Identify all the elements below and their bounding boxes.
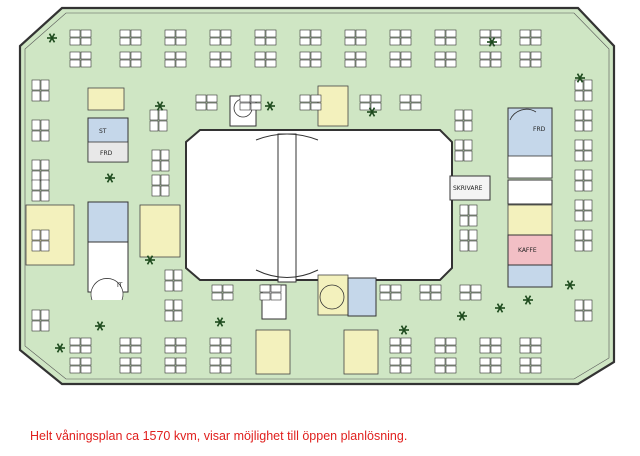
caption: Helt våningsplan ca 1570 kvm, visar möjl… xyxy=(30,429,408,443)
core-left-middle xyxy=(87,201,129,243)
label-it: IT xyxy=(117,282,123,289)
desk-group xyxy=(31,229,50,252)
desk-group xyxy=(479,337,502,354)
desk-group xyxy=(519,357,542,374)
desk-group xyxy=(164,357,187,374)
desk-group xyxy=(459,204,478,227)
plant-icon xyxy=(495,303,505,313)
desk-group xyxy=(574,79,593,102)
desk-groups xyxy=(31,29,593,374)
plant-icon xyxy=(95,321,105,331)
desk-group xyxy=(574,109,593,132)
desk-group xyxy=(419,284,442,301)
desk-group xyxy=(519,29,542,46)
label-st: ST xyxy=(99,128,107,135)
desk-group xyxy=(519,51,542,68)
desk-group xyxy=(574,169,593,192)
desk-group xyxy=(151,149,170,172)
desk-group xyxy=(574,229,593,252)
plant-icon xyxy=(575,73,585,83)
desk-group xyxy=(434,337,457,354)
desk-group xyxy=(344,29,367,46)
plant-icon xyxy=(399,325,409,335)
desk-group xyxy=(209,337,232,354)
desk-group xyxy=(164,337,187,354)
desk-group xyxy=(31,119,50,142)
desk-group xyxy=(151,174,170,197)
plants xyxy=(47,33,585,353)
desk-group xyxy=(434,357,457,374)
desk-group xyxy=(69,357,92,374)
label-skrivare: SKRIVARE xyxy=(453,185,483,192)
atrium xyxy=(185,129,453,281)
room-skrivare xyxy=(449,175,491,201)
desk-group xyxy=(434,29,457,46)
desk-group xyxy=(379,284,402,301)
plant-icon xyxy=(55,343,65,353)
desk-group xyxy=(359,94,382,111)
desk-group xyxy=(389,357,412,374)
desk-group xyxy=(164,269,183,292)
desk-group xyxy=(299,94,322,111)
plant-icon xyxy=(265,101,275,111)
desk-group xyxy=(574,299,593,322)
desk-group xyxy=(454,109,473,132)
desk-group xyxy=(434,51,457,68)
desk-group xyxy=(519,337,542,354)
desk-group xyxy=(239,94,262,111)
desk-group xyxy=(389,51,412,68)
desk-group xyxy=(459,284,482,301)
plant-icon xyxy=(487,37,497,47)
plant-icon xyxy=(155,101,165,111)
plant-icon xyxy=(367,107,377,117)
desk-group xyxy=(254,51,277,68)
label-kaffe: KAFFE xyxy=(518,247,537,254)
plant-icon xyxy=(145,255,155,265)
desk-group xyxy=(389,337,412,354)
floor-plan: ST FRD IT FRD SKRIVARE KAFFE xyxy=(18,6,616,386)
desk-group xyxy=(459,229,478,252)
desk-group xyxy=(164,29,187,46)
plant-icon xyxy=(105,173,115,183)
rooms xyxy=(25,85,553,375)
desk-group xyxy=(69,51,92,68)
plant-icon xyxy=(457,311,467,321)
desk-group xyxy=(479,51,502,68)
desk-group xyxy=(209,357,232,374)
label-frd-left: FRD xyxy=(100,150,113,157)
desk-group xyxy=(299,29,322,46)
desk-group xyxy=(479,357,502,374)
desk-group xyxy=(454,139,473,162)
desk-group xyxy=(344,51,367,68)
desk-group xyxy=(389,29,412,46)
desk-group xyxy=(119,51,142,68)
desk-group xyxy=(31,179,50,202)
desk-group xyxy=(209,51,232,68)
plant-icon xyxy=(47,33,57,43)
label-frd-right: FRD xyxy=(533,126,546,133)
desk-group xyxy=(195,94,218,111)
desk-group xyxy=(574,199,593,222)
desk-group xyxy=(31,309,50,332)
desk-group xyxy=(299,51,322,68)
desk-group xyxy=(149,109,168,132)
plant-icon xyxy=(215,317,225,327)
desk-group xyxy=(119,29,142,46)
plant-icon xyxy=(565,280,575,290)
desk-group xyxy=(574,139,593,162)
desk-group xyxy=(209,29,232,46)
desk-group xyxy=(119,337,142,354)
desk-group xyxy=(211,284,234,301)
desk-group xyxy=(164,299,183,322)
desk-group xyxy=(164,51,187,68)
desk-group xyxy=(254,29,277,46)
desk-group xyxy=(69,29,92,46)
desk-group xyxy=(399,94,422,111)
plant-icon xyxy=(523,295,533,305)
desk-group xyxy=(69,337,92,354)
desk-group xyxy=(259,284,282,301)
desk-group xyxy=(31,79,50,102)
central-corridor xyxy=(277,133,297,283)
desk-group xyxy=(119,357,142,374)
